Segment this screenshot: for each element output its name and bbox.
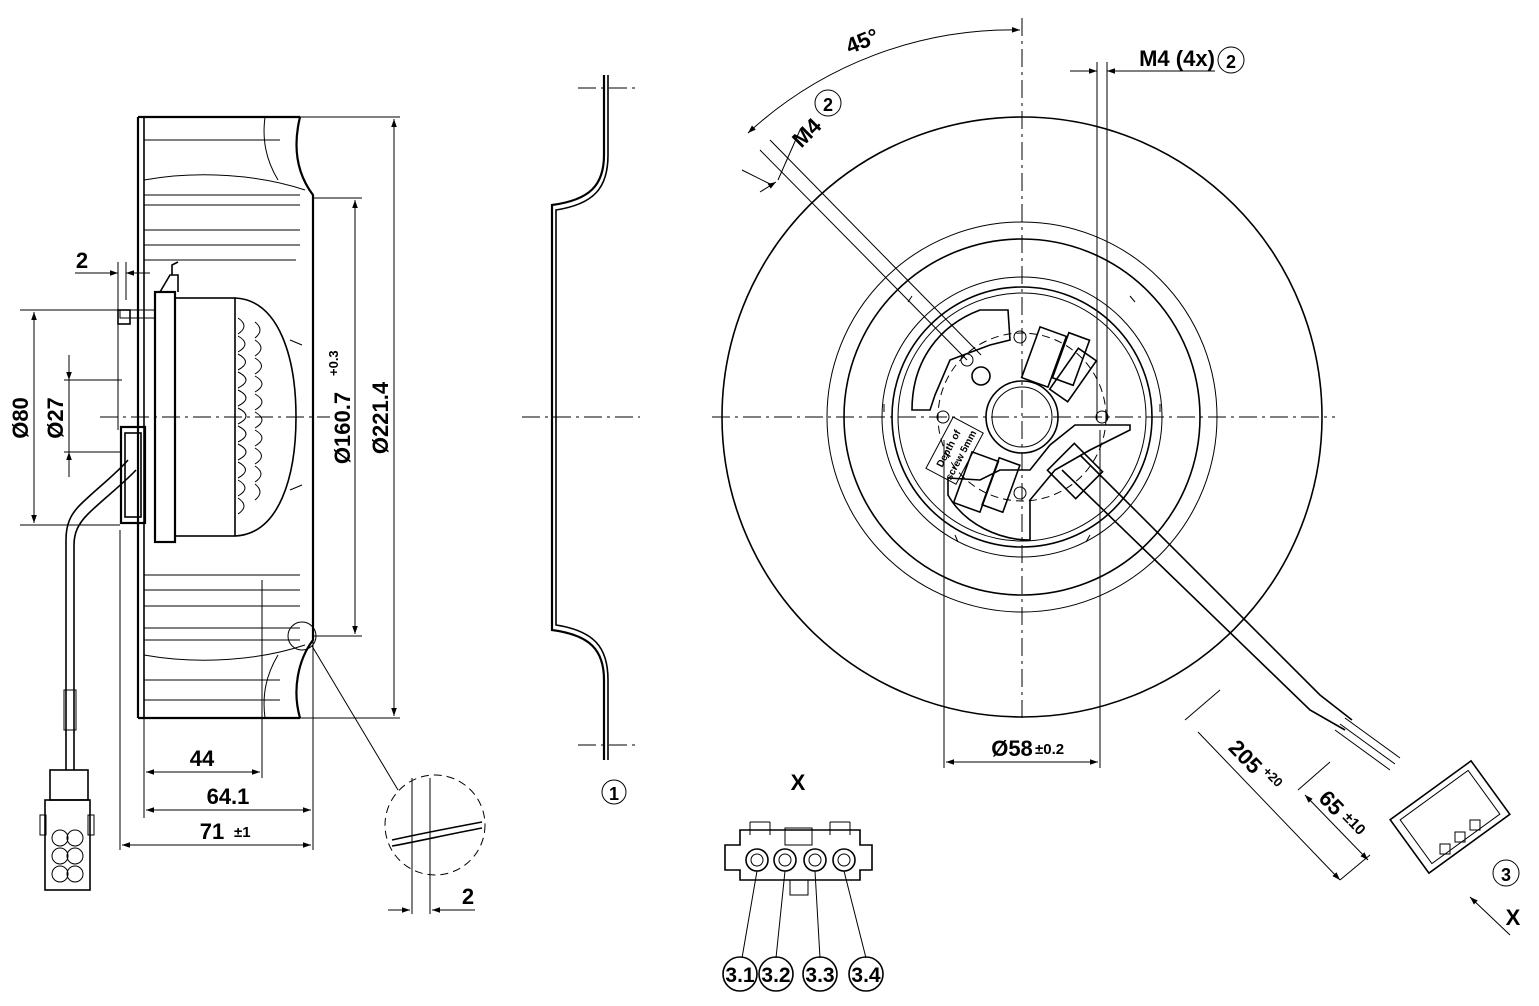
motor-fins [237,317,303,515]
dim-45: 45° [747,23,1021,134]
connector-callout-label: 3 [1501,865,1511,885]
inlet-ring-circle [843,238,1201,596]
label-d58-tol: ±0.2 [1035,741,1064,758]
dim-d80: Ø80 [8,309,120,526]
ring-view: 1 [522,75,640,805]
ring-callout [601,779,627,805]
front-view: Depth of screw 5mm [712,18,1521,936]
impeller-outer-circle [721,116,1323,718]
dim-d221: Ø221.4 [300,116,400,719]
label-45: 45° [842,23,882,59]
ring-callout-label: 1 [609,784,619,804]
view-x-label: X [1506,905,1521,930]
label-205-tol: +20 [1260,764,1286,790]
view-x-arrow [1469,896,1511,936]
depth-label: Depth of screw 5mm [925,416,984,485]
cable-gland [119,425,147,525]
motor-windows [952,325,1098,514]
label-l71: 71 [200,819,224,844]
pin-callout-4 [848,956,884,992]
front-cable [1061,454,1353,731]
dim-lengths: 44 64.1 71 ±1 [119,530,314,850]
side-connector [39,769,95,891]
dim-65: 65 ±10 [1297,761,1369,861]
label-m4-callout: 2 [823,95,833,115]
dim-w2: 2 [75,248,150,430]
pin-label-4: 3.4 [851,964,881,987]
connector-callout [1492,859,1520,887]
label-l64: 64.1 [207,784,250,809]
label-m4x-callout: 2 [1226,52,1236,72]
motor-body [174,297,236,537]
connector-view-title: X [791,770,806,795]
inlet-ring-profile [550,75,606,760]
label-d221: Ø221.4 [368,381,393,454]
label-w2: 2 [76,248,88,273]
dim-d27: Ø27 [43,355,122,477]
label-d160-tol: +0.3 [326,350,341,376]
dim-d58: Ø58 ±0.2 [943,430,1101,768]
pin-callout-3 [802,956,838,992]
label-d58: Ø58 [991,736,1033,761]
dim-205: 205 +20 [1184,689,1371,881]
front-cable-gland [1046,442,1104,500]
pin-label-2: 3.2 [761,964,790,987]
side-view: Ø80 Ø27 2 Ø160.7 +0.3 [8,115,486,914]
connector-x-view: X 3.1 3.2 3.3 3.4 [722,770,884,992]
dim-d160: Ø160.7 +0.3 [313,197,362,637]
label-l44: 44 [190,746,215,771]
dim-m4: M4 2 [741,89,842,193]
dim-m4x: M4 (4x) 2 [1070,46,1245,74]
label-d80: Ø80 [8,397,33,439]
front-connector [1389,759,1511,875]
impeller-outline [136,115,315,720]
label-d27: Ø27 [43,397,68,439]
label-l71-tol: ±1 [234,824,251,841]
label-m4x: M4 (4x) [1139,46,1215,71]
pin-label-3: 3.3 [805,964,834,987]
label-detail-2: 2 [462,884,474,909]
detail-view: 2 [287,621,486,914]
shaft-bore [985,380,1059,454]
pin-label-1: 3.1 [725,964,755,987]
label-d160: Ø160.7 [330,392,355,464]
pin-callout-1 [722,956,758,992]
side-cable [65,459,137,770]
label-65: 65 [1314,785,1349,820]
screw-holes [936,330,1109,500]
pin-callout-2 [758,956,794,992]
clip [159,261,179,293]
impeller-blades [143,116,306,719]
